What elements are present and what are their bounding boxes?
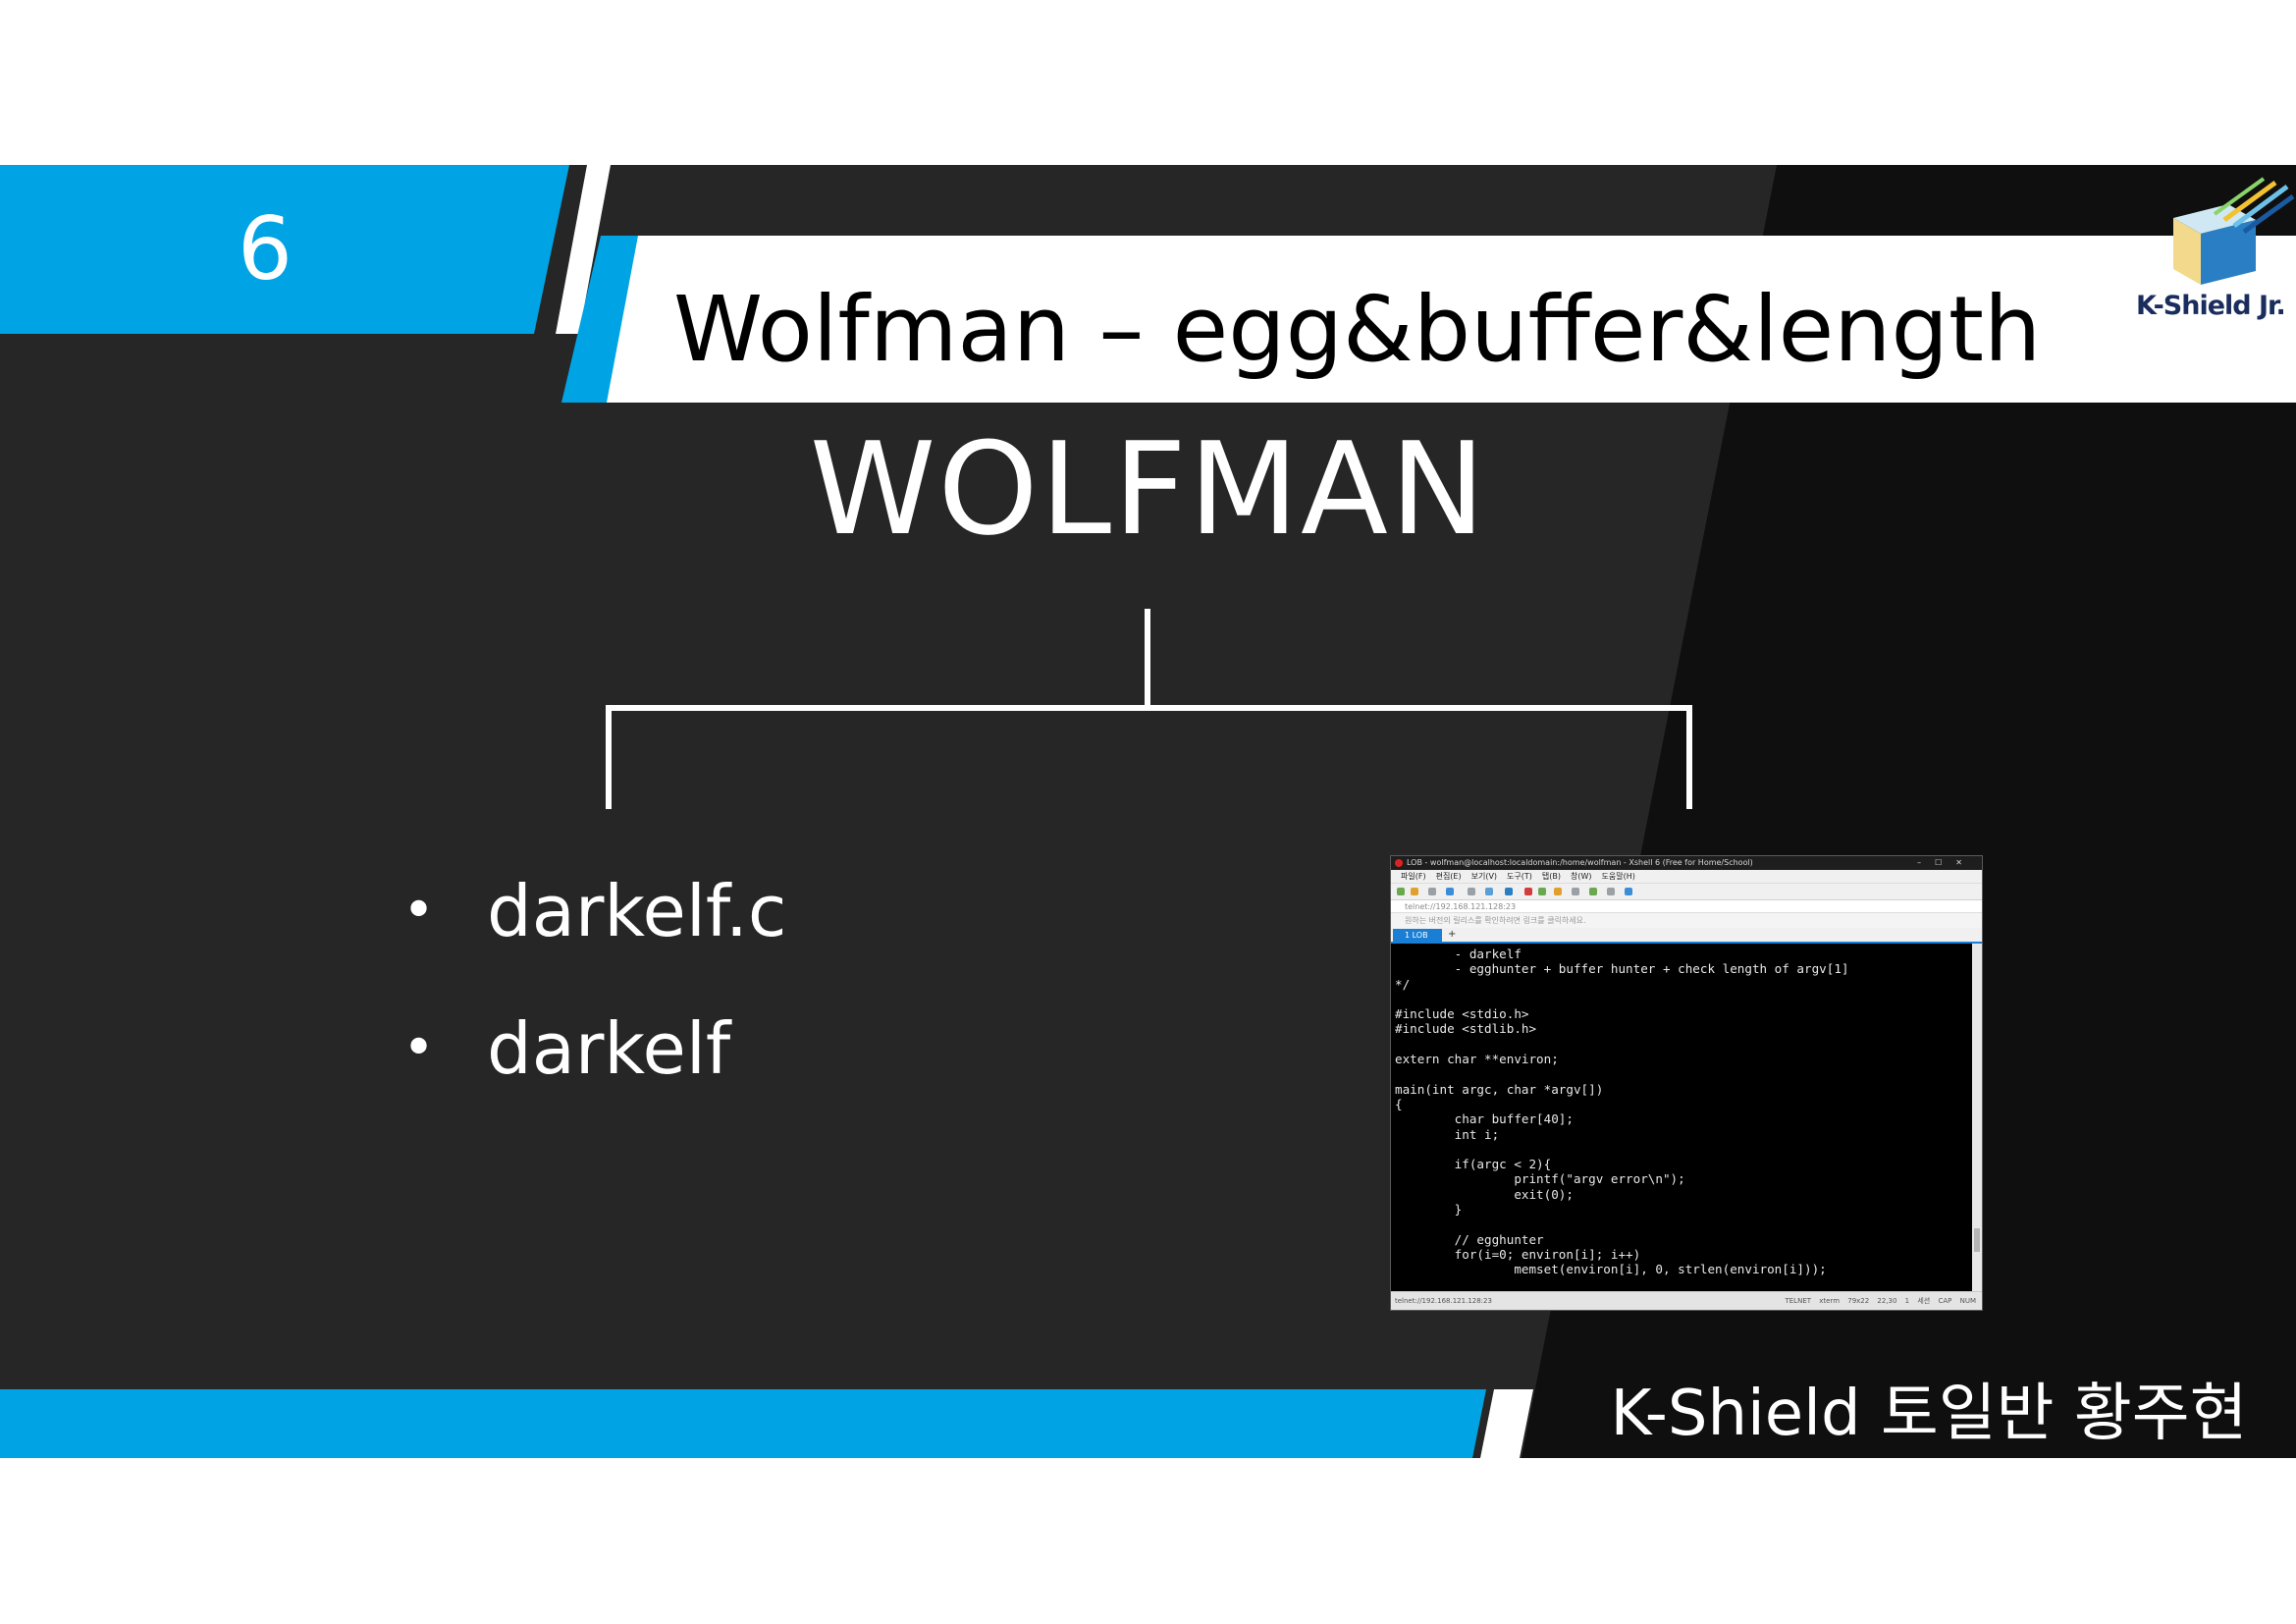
toolbar-icon <box>1554 888 1562 895</box>
toolbar-icon <box>1468 888 1475 895</box>
terminal-screen <box>1391 944 1970 1291</box>
menu-item: 탭(B) <box>1541 872 1561 881</box>
slide-number: 6 <box>238 198 293 299</box>
status-details: TELNET xterm 79x22 22,30 1 세션 CAP NUM <box>1785 1297 1976 1305</box>
terminal-title-bar: LOB - wolfman@localhost:localdomain:/hom… <box>1391 856 1982 870</box>
toolbar-icon <box>1485 888 1493 895</box>
terminal-code: - darkelf - egghunter + buffer hunter + … <box>1395 947 1849 1277</box>
menu-item: 창(W) <box>1571 872 1592 881</box>
toolbar-icon <box>1428 888 1436 895</box>
maximize-icon: ☐ <box>1935 858 1956 867</box>
toolbar-icon <box>1607 888 1615 895</box>
toolbar-icon <box>1524 888 1532 895</box>
status-connection: telnet://192.168.121.128:23 <box>1395 1297 1492 1305</box>
slide: 6 Wolfman – egg&buffer&length K-Shield J… <box>0 165 2296 1458</box>
menu-item: 도움말(H) <box>1601 872 1635 881</box>
toolbar-icon <box>1411 888 1418 895</box>
main-node-label: WOLFMAN <box>809 414 1488 564</box>
terminal-tab: 1 LOB <box>1393 929 1442 942</box>
bullet-list: • darkelf.c • darkelf <box>393 842 786 1117</box>
terminal-screenshot: LOB - wolfman@localhost:localdomain:/hom… <box>1390 855 1983 1311</box>
menu-item: 파일(F) <box>1401 872 1426 881</box>
window-controls: –☐✕ <box>1917 856 1976 870</box>
bullet-text: darkelf <box>487 1007 731 1090</box>
scrollbar-thumb <box>1974 1228 1980 1252</box>
toolbar-icon <box>1446 888 1454 895</box>
bullet-item: • darkelf.c <box>393 842 786 980</box>
app-icon <box>1395 859 1403 867</box>
bullet-item: • darkelf <box>393 980 786 1117</box>
add-tab-icon: + <box>1448 929 1457 940</box>
logo-text: K-Shield Jr. <box>2136 291 2286 321</box>
minimize-icon: – <box>1917 858 1936 867</box>
slide-background <box>0 165 2296 1458</box>
toolbar-icon <box>1572 888 1579 895</box>
terminal-menu-bar: 파일(F) 편집(E) 보기(V) 도구(T) 탭(B) 창(W) 도움말(H) <box>1391 870 1982 883</box>
toolbar-icon <box>1625 888 1632 895</box>
k-shield-cube-logo-icon <box>2173 177 2295 285</box>
tree-connector <box>606 609 1692 809</box>
terminal-scrollbar <box>1972 944 1982 1291</box>
close-icon: ✕ <box>1955 858 1976 867</box>
toolbar-icon <box>1538 888 1546 895</box>
terminal-window-title: LOB - wolfman@localhost:localdomain:/hom… <box>1407 858 1753 867</box>
menu-item: 편집(E) <box>1435 872 1462 881</box>
terminal-address-bar: telnet://192.168.121.128:23 <box>1391 899 1982 913</box>
bullet-dot: • <box>402 879 436 943</box>
bullet-dot: • <box>402 1016 436 1080</box>
terminal-toolbar <box>1391 883 1982 899</box>
toolbar-icon <box>1397 888 1405 895</box>
footer-author: K-Shield 토일반 황주현 <box>1610 1378 2248 1450</box>
menu-item: 보기(V) <box>1470 872 1498 881</box>
toolbar-icon <box>1589 888 1597 895</box>
terminal-address: telnet://192.168.121.128:23 <box>1405 902 1517 911</box>
terminal-status-bar: telnet://192.168.121.128:23 TELNET xterm… <box>1391 1291 1982 1310</box>
menu-item: 도구(T) <box>1507 872 1532 881</box>
terminal-tab-bar: 1 LOB + <box>1391 928 1982 944</box>
terminal-notice: 원하는 버전의 릴리스를 확인하려면 링크를 클릭하세요. <box>1405 916 1586 925</box>
toolbar-icon <box>1505 888 1513 895</box>
slide-title: Wolfman – egg&buffer&length <box>673 277 2042 382</box>
bullet-text: darkelf.c <box>487 870 787 952</box>
terminal-notice-bar: 원하는 버전의 릴리스를 확인하려면 링크를 클릭하세요. <box>1391 912 1982 929</box>
